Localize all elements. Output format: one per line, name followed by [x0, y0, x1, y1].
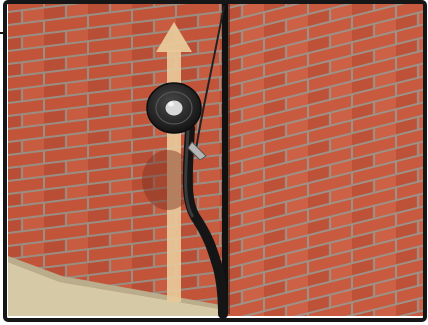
strip-reel-icon	[147, 83, 201, 133]
joint-shadow	[228, 4, 230, 314]
right-brick-wall	[224, 4, 424, 316]
